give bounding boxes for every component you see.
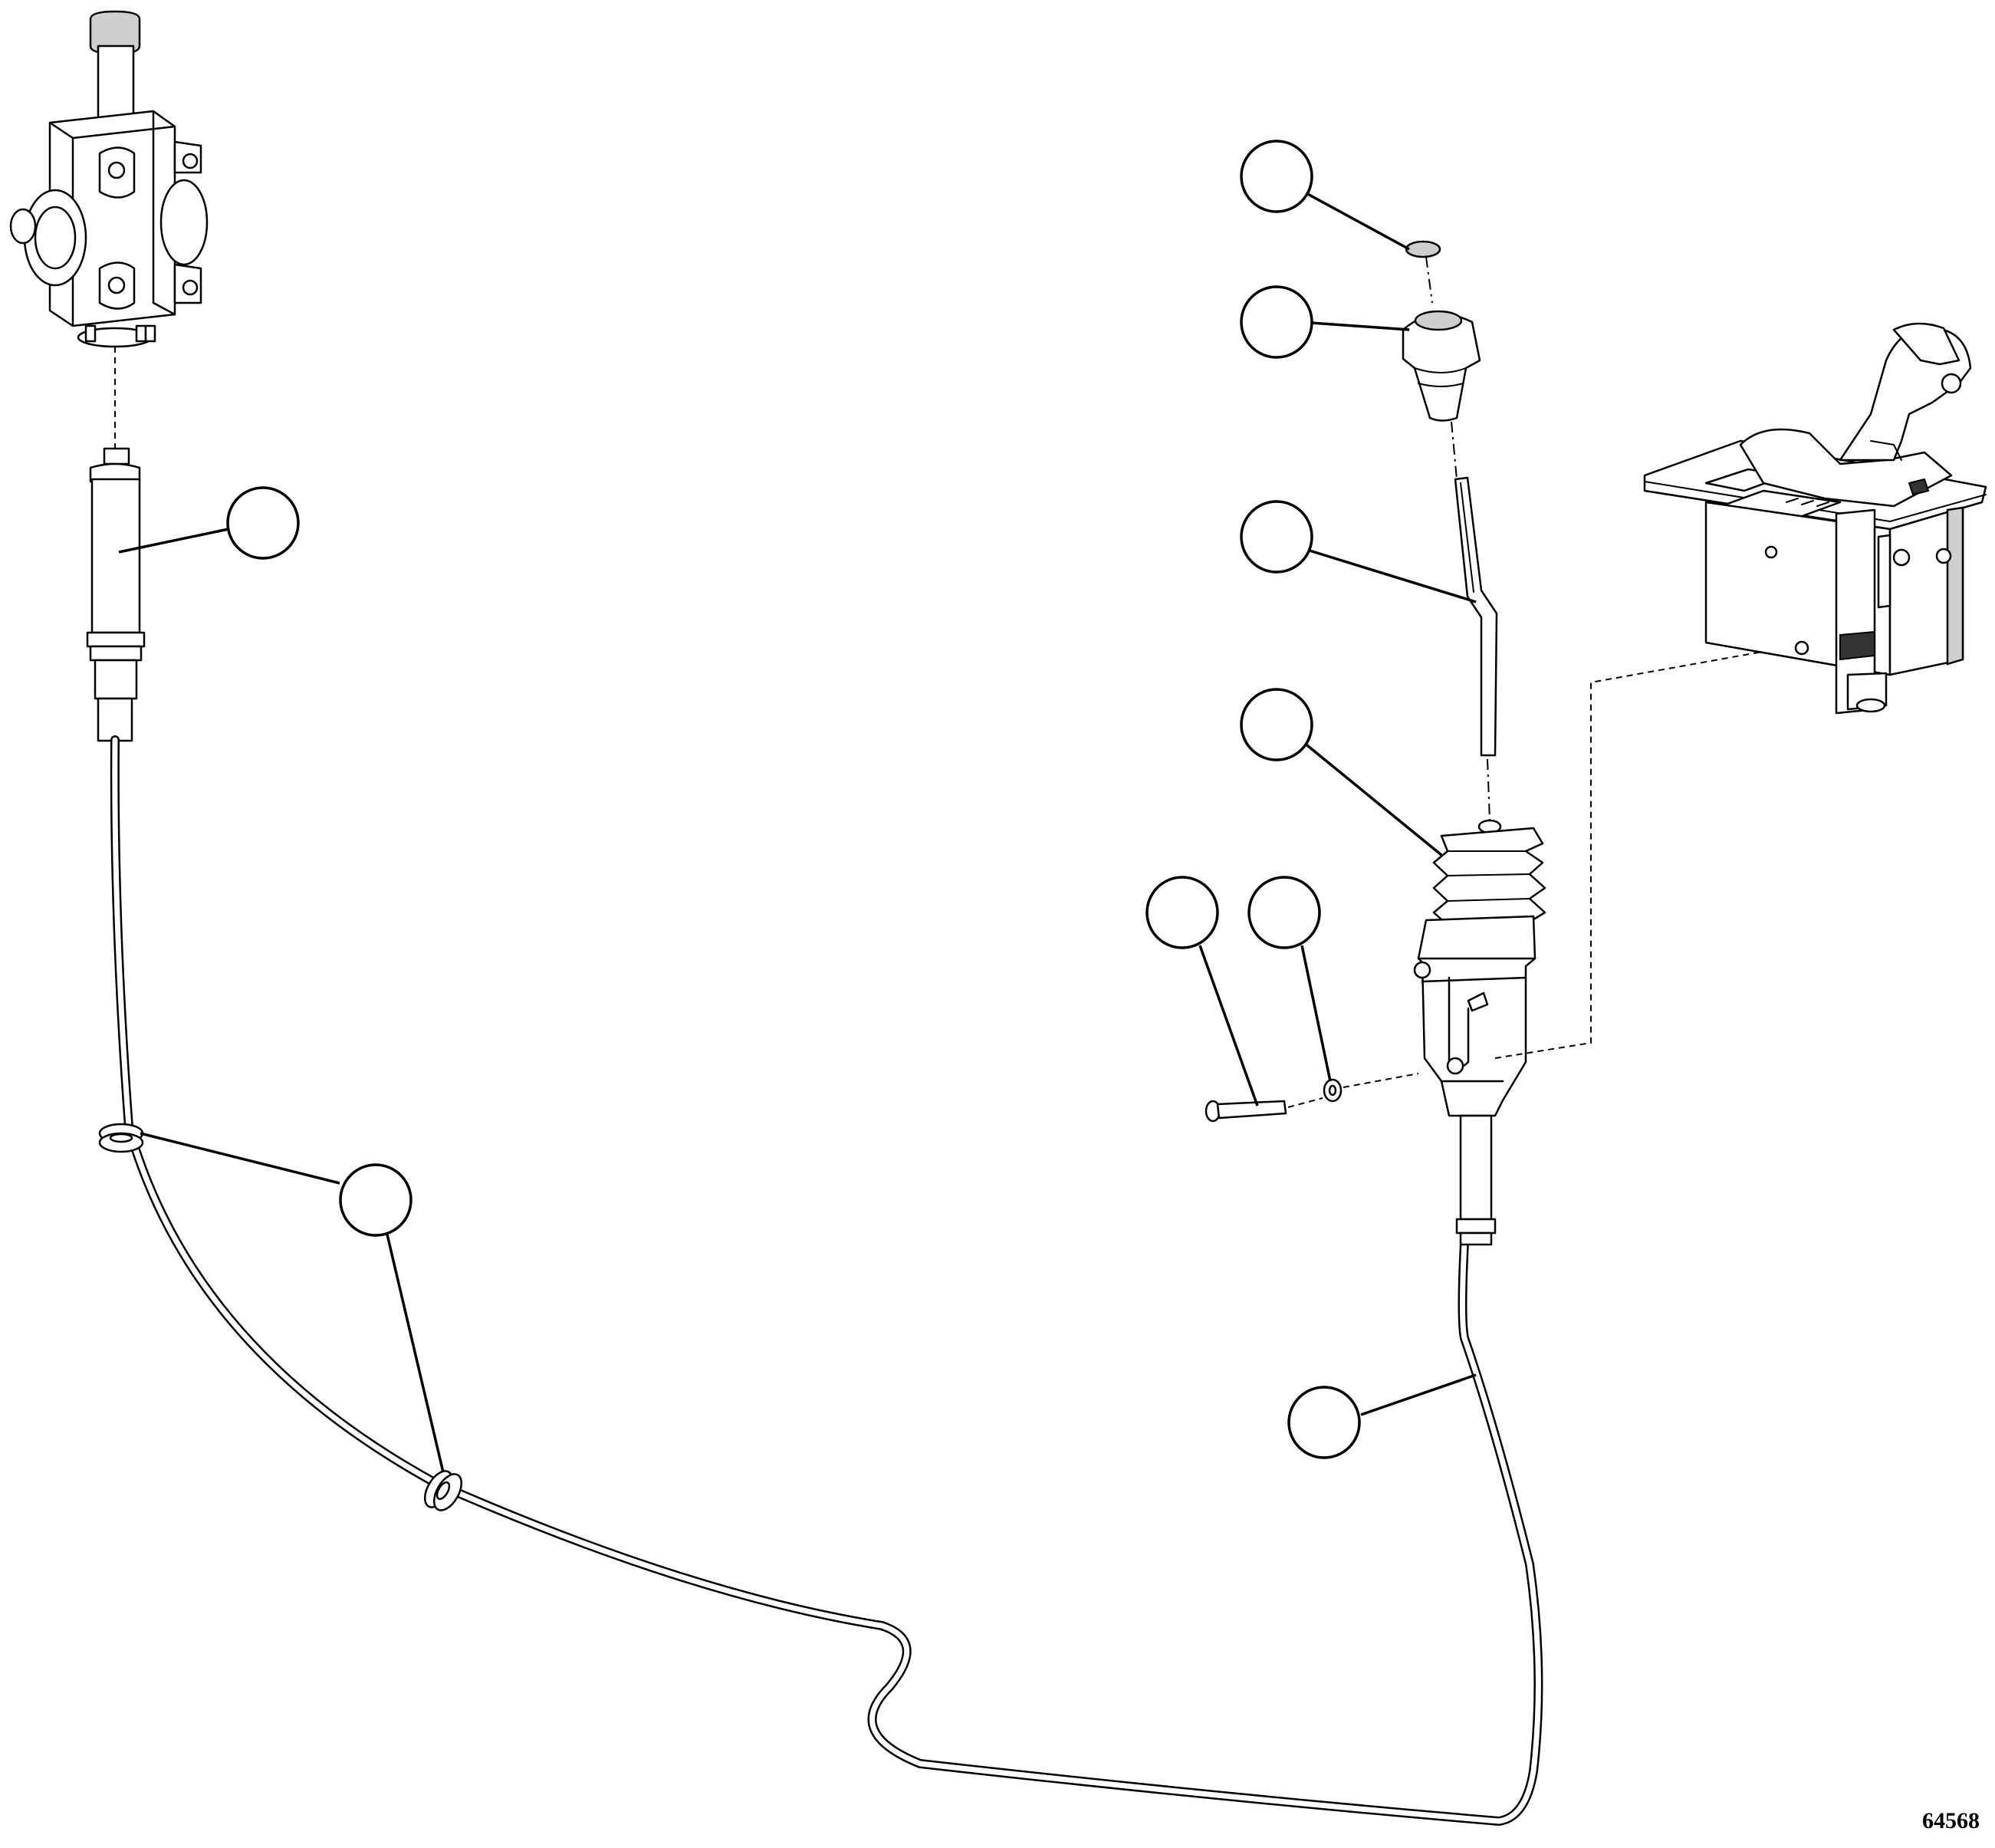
alignment-line-washer [1343,1073,1419,1088]
leader-8b [386,1234,445,1473]
leader-7 [1300,945,1332,1082]
bolt [1205,1100,1287,1123]
alignment-line-mount [1494,649,1776,1059]
washer [1323,1078,1343,1103]
leader-2 [1303,190,1410,251]
grommet-upper [98,1123,144,1153]
retaining-clip [1405,240,1441,258]
alignment-line-bolt [1287,1097,1323,1108]
grommet-lower [423,1470,463,1511]
valve-assembly [9,10,209,348]
callout-leaders [118,190,1477,1473]
callout-9 [1287,1386,1361,1459]
callout-circles [226,140,1361,1459]
shift-cable [110,735,1543,1826]
alignment-line-clip [1425,256,1433,304]
shifter-boot [1432,819,1546,928]
callout-1 [226,486,300,560]
callout-2 [1240,140,1313,213]
leader-9 [1360,1373,1477,1416]
callout-3 [1240,285,1313,359]
alignment-line-lever [1487,758,1490,821]
shift-lever [1454,476,1498,757]
callout-7 [1247,876,1321,949]
callout-6 [1145,876,1219,949]
cable-end-fitting [86,447,146,742]
leader-6 [1198,945,1259,1106]
leader-1 [118,528,229,554]
shifter-mount-assembly [1643,322,1987,715]
leader-4 [1309,549,1477,603]
callout-5 [1240,688,1313,761]
leader-8a [140,1132,340,1185]
callout-4 [1240,500,1313,574]
leader-5 [1302,741,1443,857]
leader-3 [1310,321,1410,331]
shifter-housing [1413,915,1537,1246]
callout-8 [339,1163,412,1237]
alignment-line-knob [1451,421,1458,480]
shift-knob [1402,310,1481,422]
figure-number: 64568 [1922,1808,1980,1833]
